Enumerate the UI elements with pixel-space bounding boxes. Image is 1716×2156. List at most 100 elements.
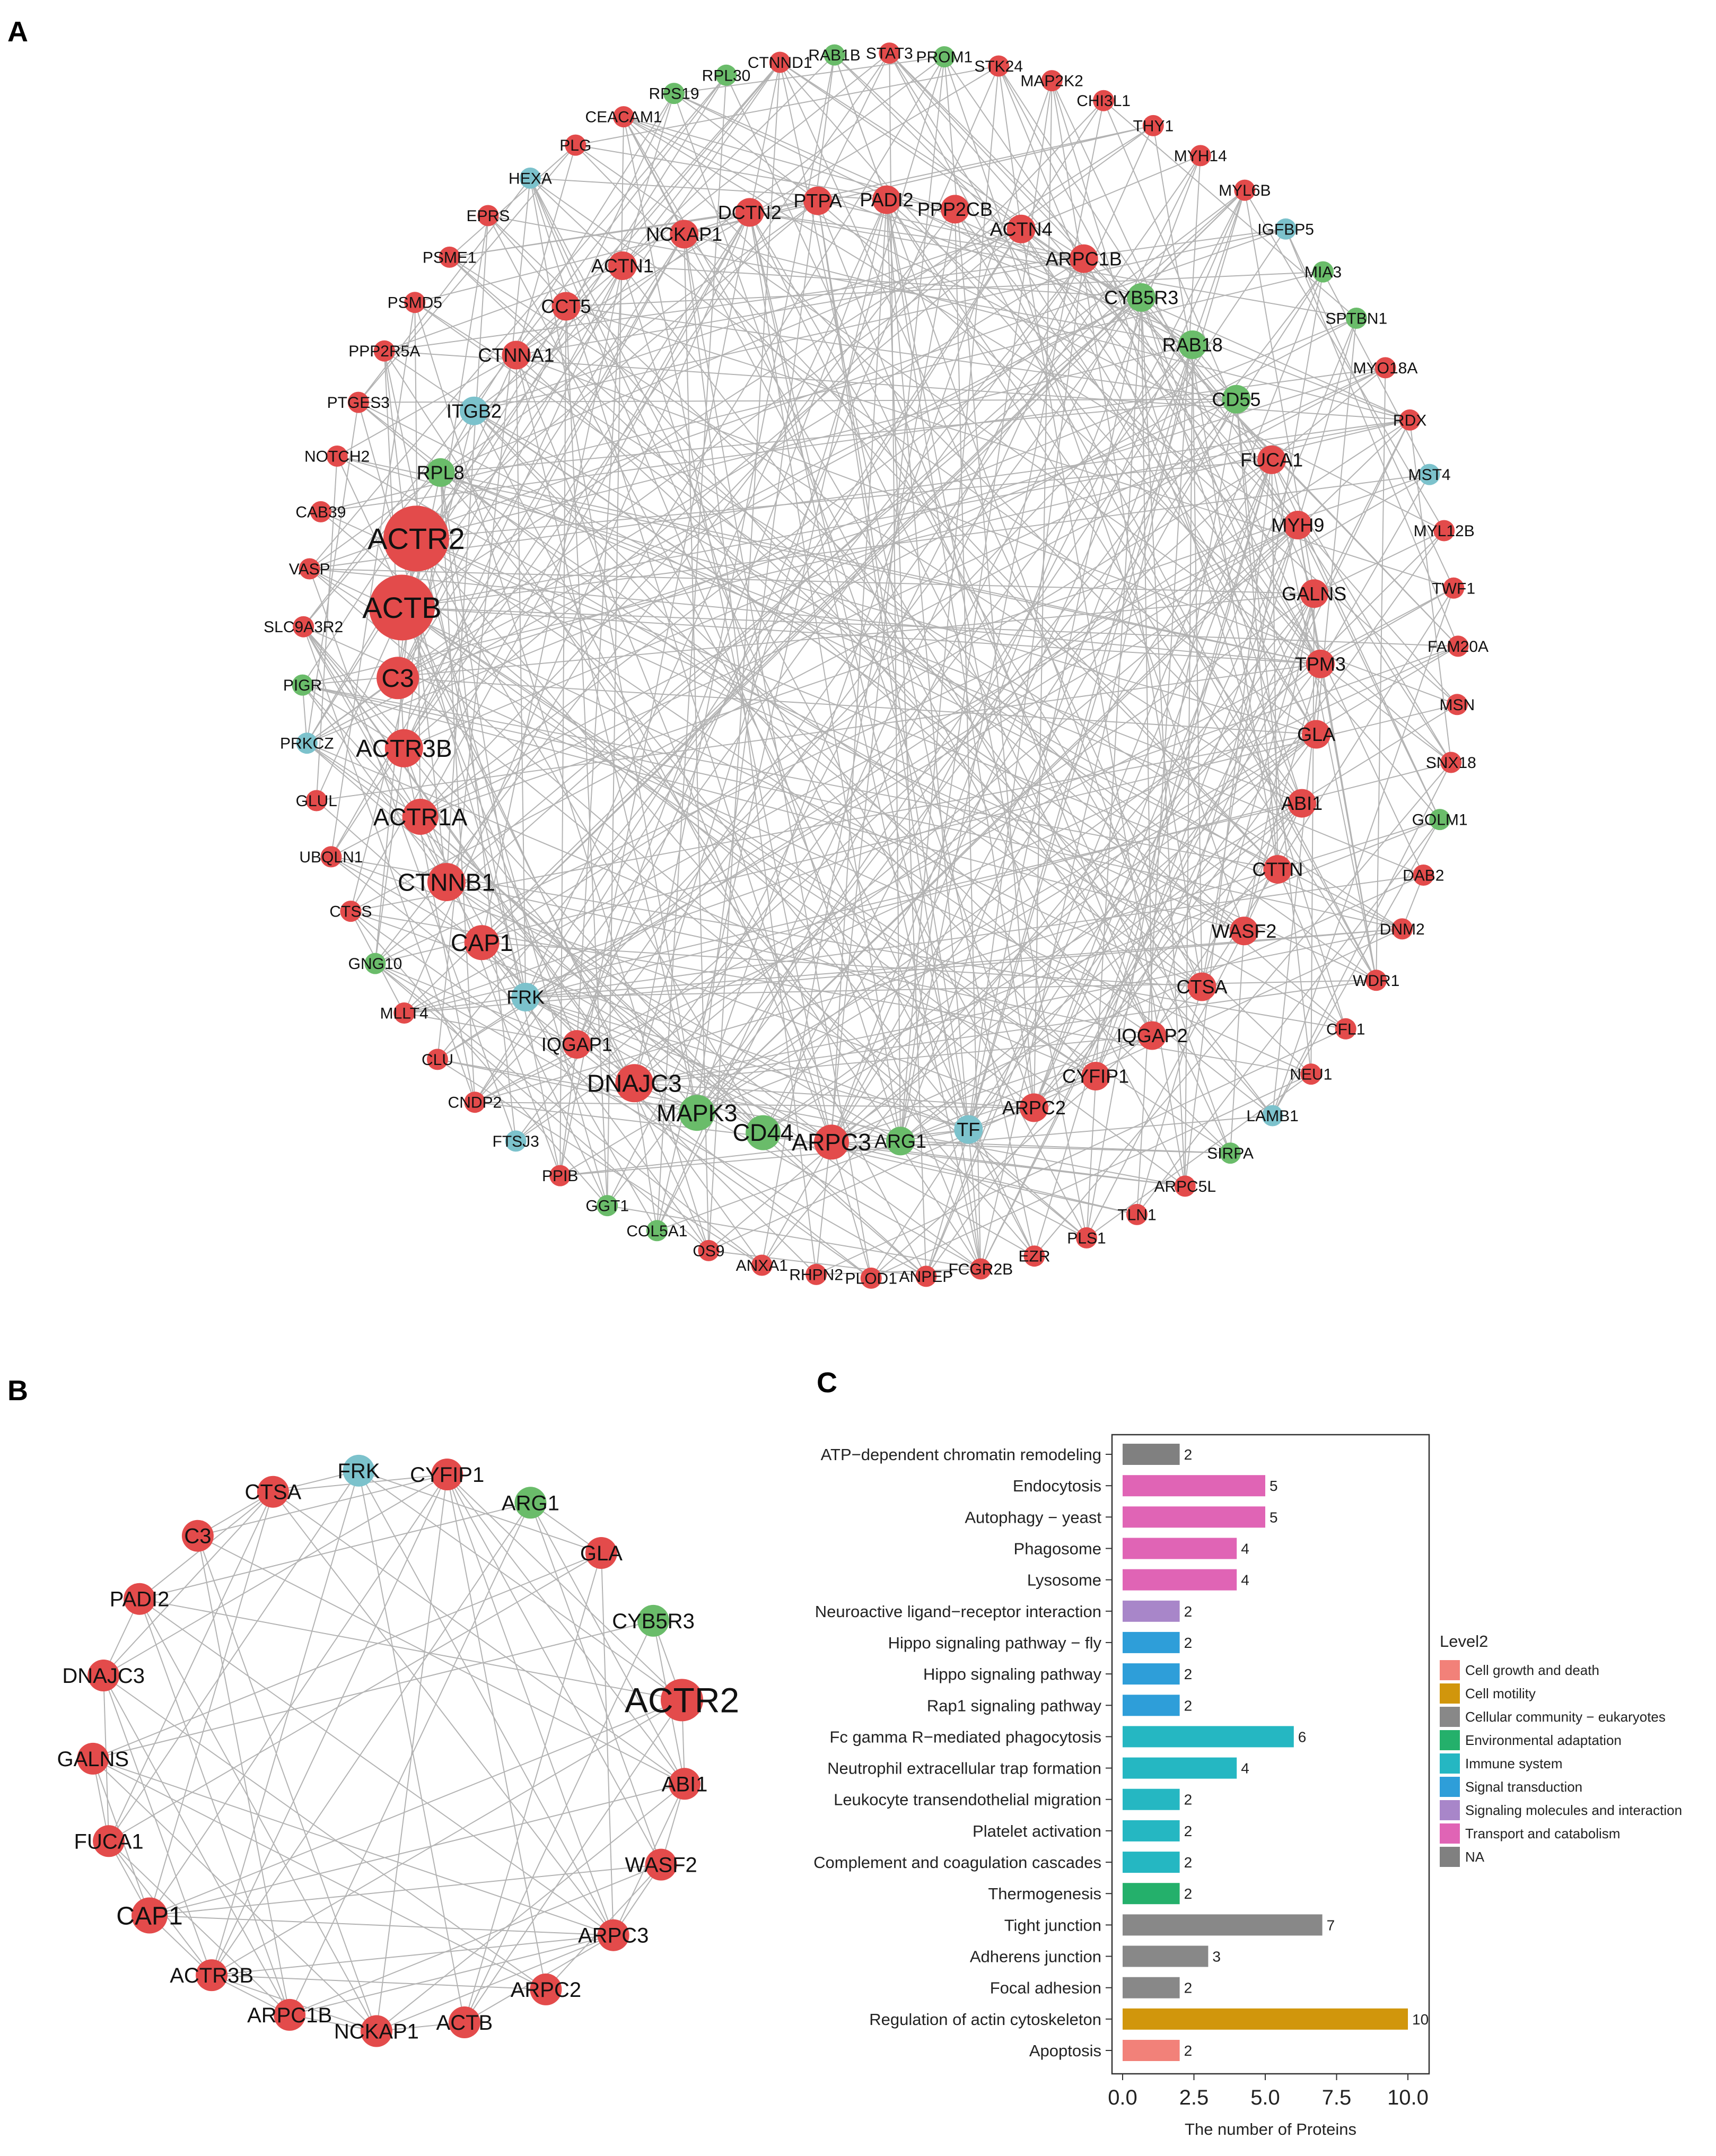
value-label: 2	[1184, 1603, 1193, 1620]
node-label: CTNNA1	[478, 344, 554, 366]
network-a-node-cyfip1: CYFIP1	[1062, 1062, 1129, 1090]
network-a-edge	[1272, 819, 1440, 1116]
network-a-edge	[320, 511, 1245, 932]
network-a-edge	[1271, 459, 1377, 981]
network-a-edge	[623, 116, 1302, 804]
node-label: FRK	[338, 1460, 380, 1483]
network-a-edge	[955, 208, 1377, 981]
network-a-node-rpl30: RPL30	[702, 64, 750, 86]
network-a-edge	[1103, 100, 1357, 319]
network-a-edge	[761, 209, 956, 1265]
network-a-node-frk: FRK	[506, 983, 545, 1011]
network-a-edge	[900, 1140, 1087, 1238]
network-a-node-clu: CLU	[422, 1049, 453, 1070]
network-a-edge	[374, 748, 405, 964]
network-a-node-ptpa: PTPA	[793, 186, 842, 215]
node-circle	[806, 1263, 827, 1285]
node-circle	[77, 1742, 109, 1775]
network-a-edge	[623, 116, 1298, 526]
plot-frame	[1111, 1434, 1430, 2075]
network-a-node-itgb2: ITGB2	[446, 396, 502, 425]
network-a-edge	[761, 1141, 832, 1265]
network-a-edge	[419, 816, 927, 1277]
node-circle	[661, 1679, 703, 1722]
network-a-edge	[397, 677, 1087, 1238]
node-circle	[1220, 1142, 1241, 1164]
network-a-edge	[889, 53, 1377, 981]
node-label: ARPC2	[1002, 1097, 1066, 1119]
node-circle	[299, 558, 320, 580]
node-label: PTPA	[793, 190, 842, 212]
network-a-edge	[404, 645, 1458, 1014]
node-label: CEACAM1	[585, 109, 662, 126]
bar-rect	[1123, 1852, 1180, 1873]
node-circle	[1257, 445, 1286, 474]
node-circle	[562, 1030, 591, 1059]
node-circle	[886, 1127, 915, 1156]
network-b-edge	[197, 1535, 291, 2015]
network-a-edge	[565, 62, 781, 307]
legend-entry-cell-motility: Cell motility	[1440, 1683, 1536, 1704]
network-a-node-abi1: ABI1	[1281, 789, 1323, 818]
node-circle	[196, 1959, 228, 1992]
legend-label: Immune system	[1465, 1756, 1563, 1771]
node-circle	[181, 1520, 214, 1552]
node-circle	[1447, 635, 1469, 657]
network-a-node-neu1: NEU1	[1290, 1063, 1332, 1085]
node-label: CYB5R3	[612, 1610, 695, 1633]
node-circle	[274, 1998, 306, 2031]
network-a-edge	[416, 538, 1153, 1036]
network-a-edge	[529, 178, 982, 1269]
network-a-edge	[673, 93, 1035, 1108]
network-a-edge	[303, 626, 405, 749]
node-circle	[320, 846, 342, 868]
network-a-edge	[403, 265, 623, 749]
network-a-edge	[474, 229, 1022, 1103]
network-a-node-eprs: EPRS	[467, 205, 510, 226]
node-circle	[597, 1919, 629, 1951]
node-circle	[393, 1002, 415, 1024]
node-label: MSN	[1439, 696, 1475, 714]
network-a-node-dnm2: DNM2	[1380, 918, 1425, 940]
network-a-node-hexa: HEXA	[509, 167, 552, 189]
network-b-edge	[211, 1470, 360, 1976]
node-label: IQGAP2	[1117, 1025, 1188, 1046]
network-a-edge	[401, 419, 1410, 608]
node-label: ACTR2	[625, 1681, 739, 1720]
node-label: GLA	[1297, 723, 1335, 745]
network-a-node-ezr: EZR	[1019, 1245, 1050, 1267]
category-label: Neuroactive ligand−receptor interaction	[815, 1602, 1101, 1621]
network-a-edge	[607, 271, 1324, 1206]
network-a-node-col5a1: COL5A1	[626, 1220, 687, 1242]
network-b-edge	[211, 1474, 448, 1976]
network-b-edge	[446, 1474, 662, 1865]
network-a-edge	[320, 511, 1035, 1108]
node-circle	[879, 42, 900, 64]
network-a-edge	[622, 265, 1273, 1116]
node-label: PLS1	[1067, 1229, 1106, 1247]
network-a-node-rpl8: RPL8	[417, 458, 465, 487]
network-a-edge	[1136, 819, 1440, 1215]
network-a-edge	[817, 200, 982, 1269]
network-a-edge	[749, 212, 1084, 259]
bar-rect	[1123, 1475, 1265, 1497]
node-label: HEXA	[509, 170, 552, 187]
network-a-edge	[749, 212, 982, 1269]
network-a-edge	[817, 200, 1153, 1036]
network-a-edge	[622, 62, 781, 266]
node-circle	[1306, 649, 1335, 678]
node-label: GOLM1	[1412, 811, 1468, 829]
network-a-edge	[416, 538, 1377, 981]
node-label: ACTR1A	[373, 804, 468, 831]
network-a-edge	[1021, 228, 1193, 345]
node-label: OS9	[693, 1242, 724, 1260]
network-a-edge	[1051, 80, 1203, 987]
network-a-node-ppp2r5a: PPP2R5A	[348, 340, 420, 362]
network-a-edge	[763, 734, 1317, 1133]
network-a-edge	[886, 199, 982, 1269]
network-a-edge	[515, 355, 698, 1113]
network-b-node-arpc2: ARPC2	[511, 1973, 581, 2005]
network-a-node-dctn2: DCTN2	[718, 198, 782, 227]
